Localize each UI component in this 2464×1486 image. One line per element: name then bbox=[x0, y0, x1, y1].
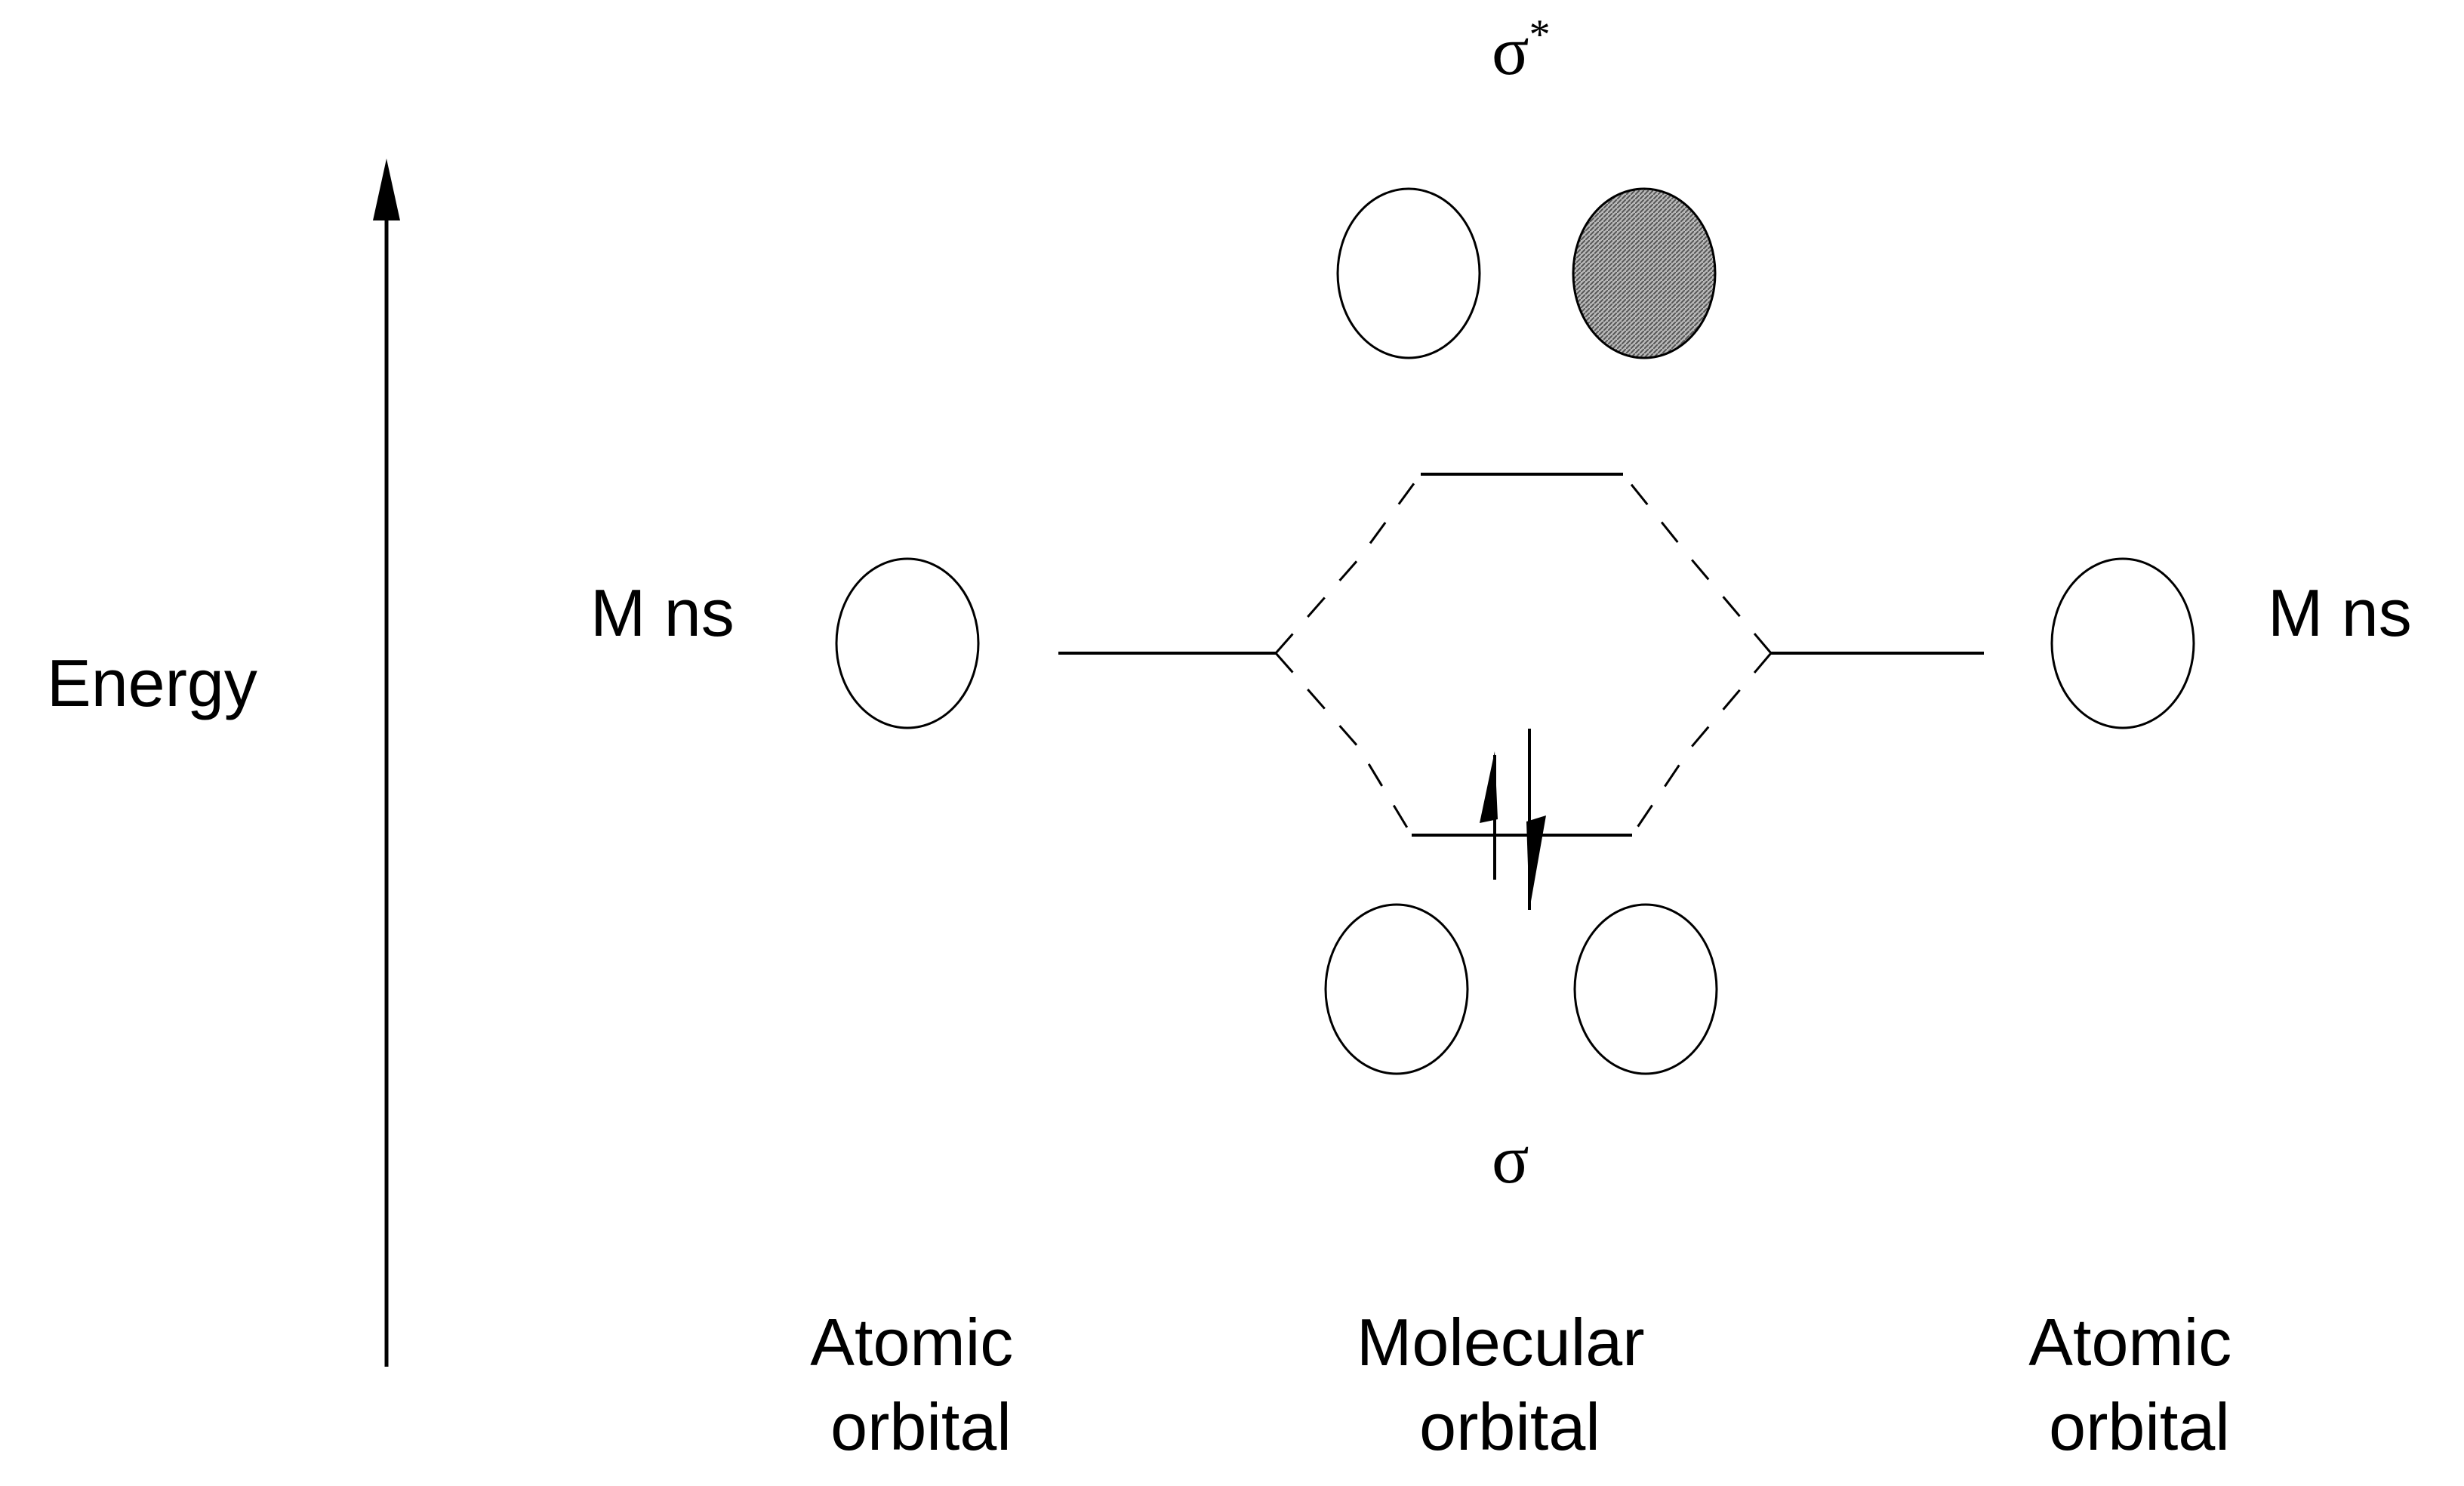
correlation-left-lower bbox=[1274, 652, 1413, 836]
right-column-label-line2: orbital bbox=[2049, 1389, 2230, 1464]
middle-column-label: Molecular orbital bbox=[1357, 1305, 1663, 1464]
correlation-right-upper bbox=[1622, 473, 1773, 654]
correlation-lines bbox=[1274, 473, 1773, 836]
bonding-lobe-left bbox=[1324, 903, 1469, 1075]
left-atom-label: M ns bbox=[590, 575, 735, 650]
spin-down-electron bbox=[1526, 729, 1546, 910]
right-atom-label: M ns bbox=[2268, 575, 2412, 650]
right-atomic-orbital bbox=[2050, 557, 2195, 729]
correlation-left-upper bbox=[1274, 473, 1422, 654]
bonding-electron-pair bbox=[1480, 729, 1546, 910]
right-column-label: Atomic orbital bbox=[2028, 1305, 2250, 1464]
left-column-label-line2: orbital bbox=[830, 1389, 1012, 1464]
antibonding-lobe-right-shaded bbox=[1572, 187, 1717, 359]
middle-column-label-line1: Molecular bbox=[1357, 1305, 1644, 1380]
left-atomic-orbital bbox=[835, 557, 980, 729]
antibonding-label: σ* bbox=[1492, 11, 1551, 89]
bonding-label: σ bbox=[1492, 1121, 1529, 1198]
antibonding-symbol: σ bbox=[1492, 12, 1529, 89]
left-column-label-line1: Atomic bbox=[810, 1305, 1013, 1380]
antibonding-lobe-left bbox=[1336, 187, 1481, 359]
correlation-right-lower bbox=[1631, 652, 1773, 836]
middle-column-label-line2: orbital bbox=[1419, 1389, 1600, 1464]
energy-axis-arrowhead bbox=[373, 159, 400, 220]
energy-axis bbox=[373, 159, 400, 1367]
energy-axis-label: Energy bbox=[47, 646, 257, 720]
spin-up-electron bbox=[1480, 751, 1498, 880]
left-column-label: Atomic orbital bbox=[810, 1305, 1031, 1464]
right-column-label-line1: Atomic bbox=[2028, 1305, 2231, 1380]
bonding-lobe-right bbox=[1573, 903, 1718, 1075]
antibonding-superscript: * bbox=[1529, 11, 1551, 58]
